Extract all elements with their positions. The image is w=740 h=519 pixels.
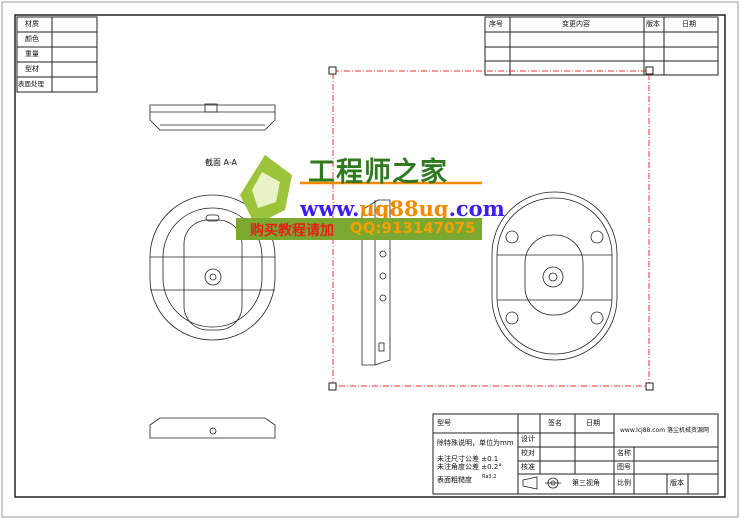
- revision-table-grid: [484, 16, 719, 76]
- material-label: 材质: [25, 20, 39, 28]
- note-tolerance-angle: 未注角度公差 ±0.2°: [437, 463, 502, 471]
- rev-version-header: 版本: [646, 20, 660, 28]
- version-label: 版本: [670, 479, 684, 487]
- bottom-view: [491, 191, 618, 361]
- weight-label: 重量: [25, 50, 39, 58]
- watermark-banner: [236, 218, 482, 240]
- rev-no-header: 序号: [489, 20, 503, 28]
- rev-date-header: 日期: [682, 20, 696, 28]
- rev-content-header: 变更内容: [562, 20, 590, 28]
- watermark-title: 工程师之家: [308, 157, 448, 188]
- roughness-value: Ra3.2: [482, 474, 497, 480]
- section-label: 截面 A-A: [205, 158, 238, 167]
- approve-label: 核准: [521, 463, 535, 471]
- lower-view: [149, 417, 276, 439]
- sign-header: 签名: [548, 419, 562, 427]
- scale-label: 比例: [617, 479, 631, 487]
- roughness-label: 表面粗糙度: [437, 476, 472, 484]
- title-block-grid: [432, 413, 719, 495]
- date-header: 日期: [586, 419, 600, 427]
- note-units: 除特殊说明，单位为mm: [437, 439, 514, 447]
- check-label: 校对: [521, 449, 535, 457]
- front-view: [149, 194, 276, 341]
- model-label: 型号: [437, 419, 451, 427]
- design-label: 设计: [521, 435, 535, 443]
- top-view: [149, 103, 276, 131]
- watermark-logo-icon: [240, 155, 292, 225]
- surface-treatment-label: 表面处理: [18, 80, 44, 88]
- selection-handles: [328, 66, 654, 391]
- profile-label: 型材: [25, 65, 39, 73]
- projection-label: 第三视角: [572, 479, 600, 487]
- inner-frame: [14, 14, 726, 498]
- note-tolerance-dim: 未注尺寸公差 ±0.1: [437, 455, 499, 463]
- watermark-qq: QQ:913147075: [350, 219, 476, 237]
- watermark-url: www.ug88ug.com: [300, 196, 505, 221]
- website-text: www.lcj88.com 落尘机械资源网: [620, 427, 709, 434]
- name-label: 名称: [617, 449, 631, 457]
- projection-symbol-icon: [522, 476, 561, 490]
- drawing-no-label: 图号: [617, 463, 631, 471]
- material-table-grid: [16, 16, 98, 93]
- color-label: 颜色: [25, 35, 39, 43]
- watermark-buy-text: 购买教程请加: [250, 223, 334, 239]
